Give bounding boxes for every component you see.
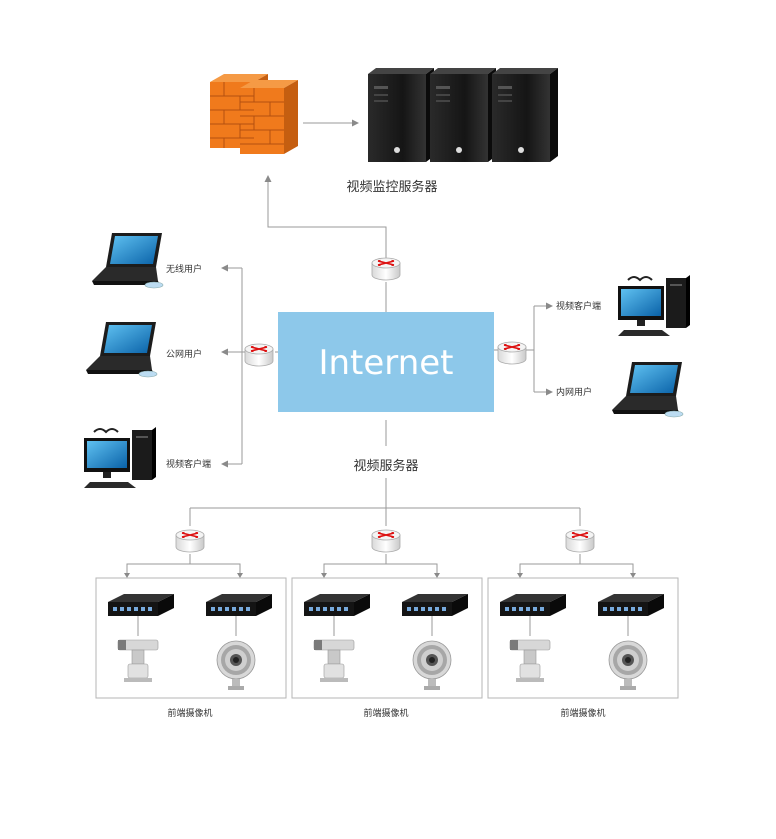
laptop-icon [85, 321, 158, 378]
router-to-firewall-link [264, 175, 387, 258]
router-icon [565, 529, 595, 553]
front-camera-label: 前端摄像机 [167, 707, 212, 719]
right-video-client-label: 视频客户端 [556, 300, 601, 312]
video-encoder-icon [206, 594, 272, 616]
desktop-pc-icon [83, 426, 157, 489]
left-video-client-label: 视频客户端 [166, 458, 211, 470]
laptop-icon [91, 232, 164, 289]
video-server-label: 视频服务器 [353, 458, 418, 474]
front-camera-label: 前端摄像机 [363, 707, 408, 719]
desktop-pc-icon [617, 274, 691, 337]
tower-server-icon [368, 68, 434, 162]
video-encoder-icon [304, 594, 370, 616]
video-encoder-icon [402, 594, 468, 616]
internet-cloud [278, 312, 494, 412]
server-label: 视频监控服务器 [346, 179, 437, 195]
wireless-user-label: 无线用户 [166, 263, 202, 275]
router-icon [175, 529, 205, 553]
router-icon [244, 343, 274, 367]
firewall-icon [210, 74, 298, 154]
intranet-user-label: 内网用户 [556, 386, 592, 398]
front-camera-label: 前端摄像机 [560, 707, 605, 719]
video-encoder-icon [108, 594, 174, 616]
tower-server-icon [430, 68, 496, 162]
video-encoder-icon [598, 594, 664, 616]
tower-server-icon [492, 68, 558, 162]
internet-label: Internet [318, 343, 453, 383]
laptop-icon [611, 361, 684, 418]
video-encoder-icon [500, 594, 566, 616]
router-icon [497, 341, 527, 365]
router-icon [371, 257, 401, 281]
public-user-label: 公网用户 [166, 348, 202, 360]
router-icon [371, 529, 401, 553]
